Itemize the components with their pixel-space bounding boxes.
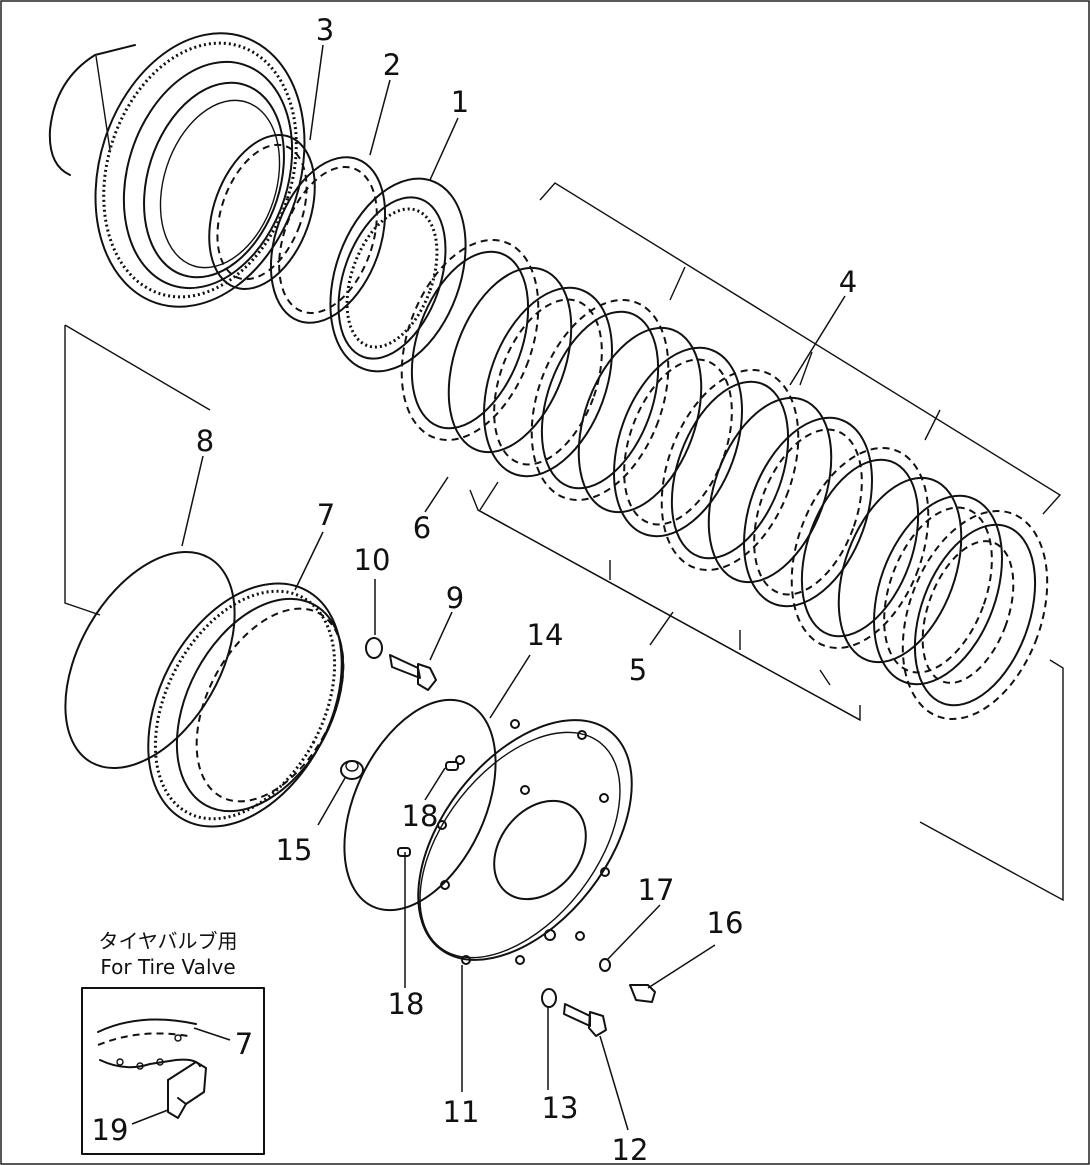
tire-valve-inset: タイヤバルブ用 For Tire Valve 7 19 [81, 929, 265, 1155]
part-16-plug [629, 984, 656, 1003]
callout-4: 4 [839, 265, 857, 299]
housing-drum [48, 32, 306, 308]
callout-9: 9 [446, 581, 464, 615]
callout-2: 2 [383, 48, 401, 82]
callout-16: 16 [707, 906, 744, 940]
part-17-o-ring [599, 958, 611, 972]
part-2-ring [269, 156, 387, 324]
callout-8: 8 [196, 424, 214, 458]
callout-6: 6 [413, 511, 431, 545]
callout-7: 7 [317, 498, 335, 532]
inset-callout-7: 7 [235, 1027, 253, 1061]
inset-callout-19: 19 [92, 1113, 129, 1147]
callout-17: 17 [638, 873, 675, 907]
group-4-bracket [539, 182, 1062, 515]
callout-11: 11 [443, 1095, 480, 1129]
part-3-ring [208, 134, 316, 290]
part-1-piston [329, 177, 467, 373]
inset-frame [81, 987, 265, 1155]
callout-13: 13 [542, 1091, 579, 1125]
part-18-pin-upper [445, 761, 459, 771]
callout-5: 5 [629, 653, 647, 687]
clutch-pack [400, 238, 1049, 720]
inset-caption-en: For Tire Valve [100, 955, 235, 979]
part-10-washer [365, 637, 383, 659]
part-15-plug [340, 760, 364, 780]
callout-3: 3 [316, 13, 334, 47]
callout-1: 1 [451, 85, 469, 119]
callout-numbers: 3 2 1 4 5 6 7 8 9 10 11 12 13 14 15 16 1… [196, 13, 857, 1165]
part-7-carrier [147, 582, 345, 828]
part-9-bolt [389, 654, 437, 691]
part-14-o-ring [343, 698, 497, 912]
callout-14: 14 [527, 618, 564, 652]
part-19-bracket [167, 1061, 207, 1119]
callout-18-upper: 18 [402, 799, 439, 833]
callout-12: 12 [612, 1133, 649, 1165]
part-8-o-ring [64, 550, 236, 770]
part-12-bolt [563, 1003, 607, 1037]
leader-lines [181, 44, 846, 1131]
inset-caption-jp: タイヤバルブ用 [99, 929, 238, 953]
part-18-pin-lower [397, 847, 411, 857]
part-11-cover [417, 719, 633, 965]
callout-18-lower: 18 [388, 987, 425, 1021]
callout-15: 15 [276, 833, 313, 867]
part-13-washer [541, 988, 557, 1008]
callout-10: 10 [354, 543, 391, 577]
